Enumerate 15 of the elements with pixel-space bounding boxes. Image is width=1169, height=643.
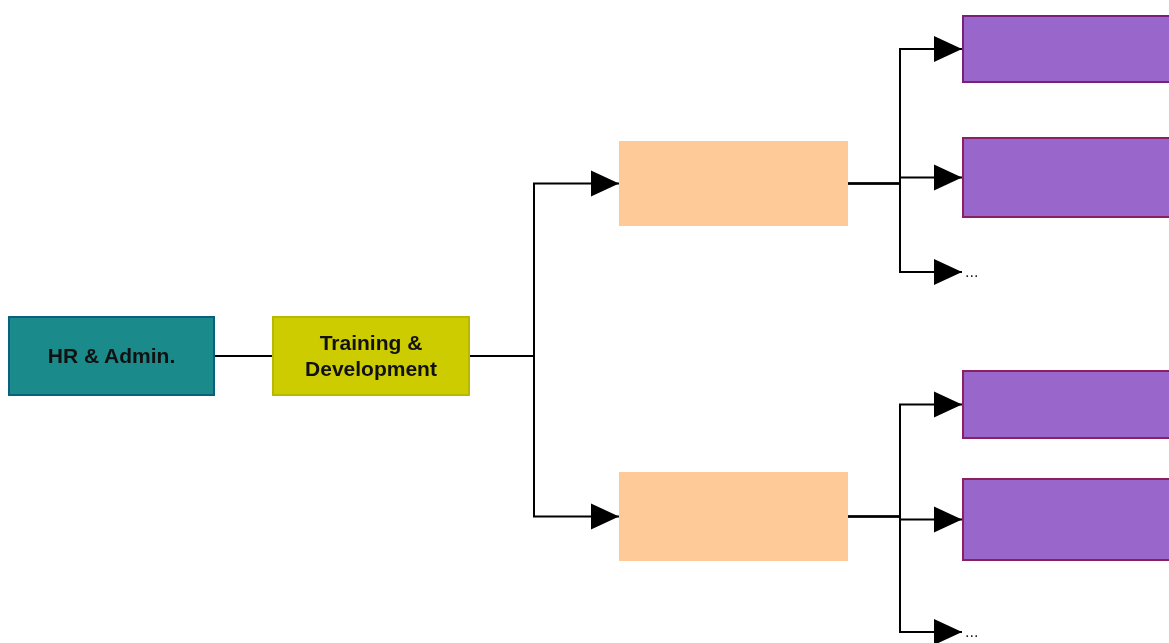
connector-arrow xyxy=(847,515,963,643)
continuation-text: ... xyxy=(965,262,979,282)
empty-box xyxy=(962,15,1169,83)
team-box xyxy=(272,316,470,396)
continuation-text: ... xyxy=(965,622,979,642)
department-box xyxy=(8,316,215,396)
node-label: HR & Admin. xyxy=(47,343,176,369)
empty-box xyxy=(619,141,848,226)
connector-arrow xyxy=(469,355,620,530)
empty-box xyxy=(962,370,1169,439)
connector-arrow xyxy=(847,182,963,285)
empty-box xyxy=(619,472,848,561)
empty-box xyxy=(962,478,1169,561)
node-label: Training & Development xyxy=(304,330,438,382)
empty-box xyxy=(962,137,1169,218)
